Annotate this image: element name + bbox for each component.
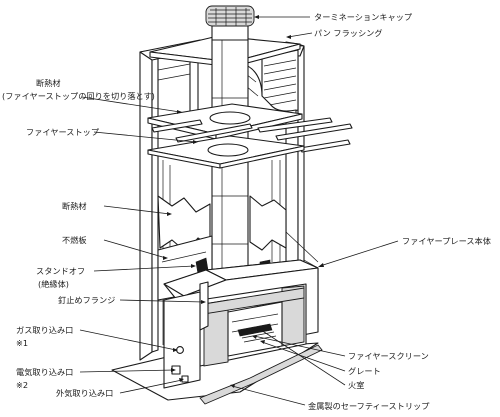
label-noncombustible-board: 不燃板 <box>62 235 87 245</box>
label-insulation-top-note: (ファイヤーストップの回りを切り落とす) <box>2 91 155 101</box>
label-pan-flashing: パン フラッシング <box>314 28 383 38</box>
label-gas-inlet: ガス取り込み口 <box>16 325 73 335</box>
label-electric-inlet-note: ※2 <box>16 380 28 390</box>
label-gas-inlet-note: ※1 <box>16 338 28 348</box>
fireplace-body <box>163 259 319 367</box>
metal-safety-strip <box>199 344 323 405</box>
label-outside-air-inlet: 外気取り込み口 <box>56 388 113 398</box>
labels: ターミネーションキャップ パン フラッシング 断熱材 (ファイヤーストップの回り… <box>2 12 491 411</box>
inlet-panel <box>163 291 201 389</box>
label-standoff-note: (絶縁体) <box>38 279 69 289</box>
label-nailing-flange: 釘止めフランジ <box>58 295 115 305</box>
label-firebox: 火室 <box>348 380 364 390</box>
fireplace-illustration <box>111 5 353 405</box>
termination-cap <box>205 5 255 41</box>
label-insulation-top: 断熱材 <box>36 78 61 88</box>
label-fireplace-body: ファイヤープレース本体 <box>402 236 491 246</box>
label-fire-screen: ファイヤースクリーン <box>348 351 429 361</box>
nailing-flange <box>199 281 209 331</box>
label-electric-inlet: 電気取り込み口 <box>16 367 73 377</box>
label-firestop: ファイヤーストップ <box>26 127 100 137</box>
label-standoff: スタンドオフ <box>36 266 85 276</box>
leader-lines <box>79 15 399 406</box>
label-grate: グレート <box>348 366 381 376</box>
label-termination-cap: ターミネーションキャップ <box>314 12 413 22</box>
label-insulation-mid: 断熱材 <box>62 201 87 211</box>
firestop-mid <box>147 135 305 169</box>
label-metal-safety-strip: 金属製のセーフティーストリップ <box>308 401 430 411</box>
